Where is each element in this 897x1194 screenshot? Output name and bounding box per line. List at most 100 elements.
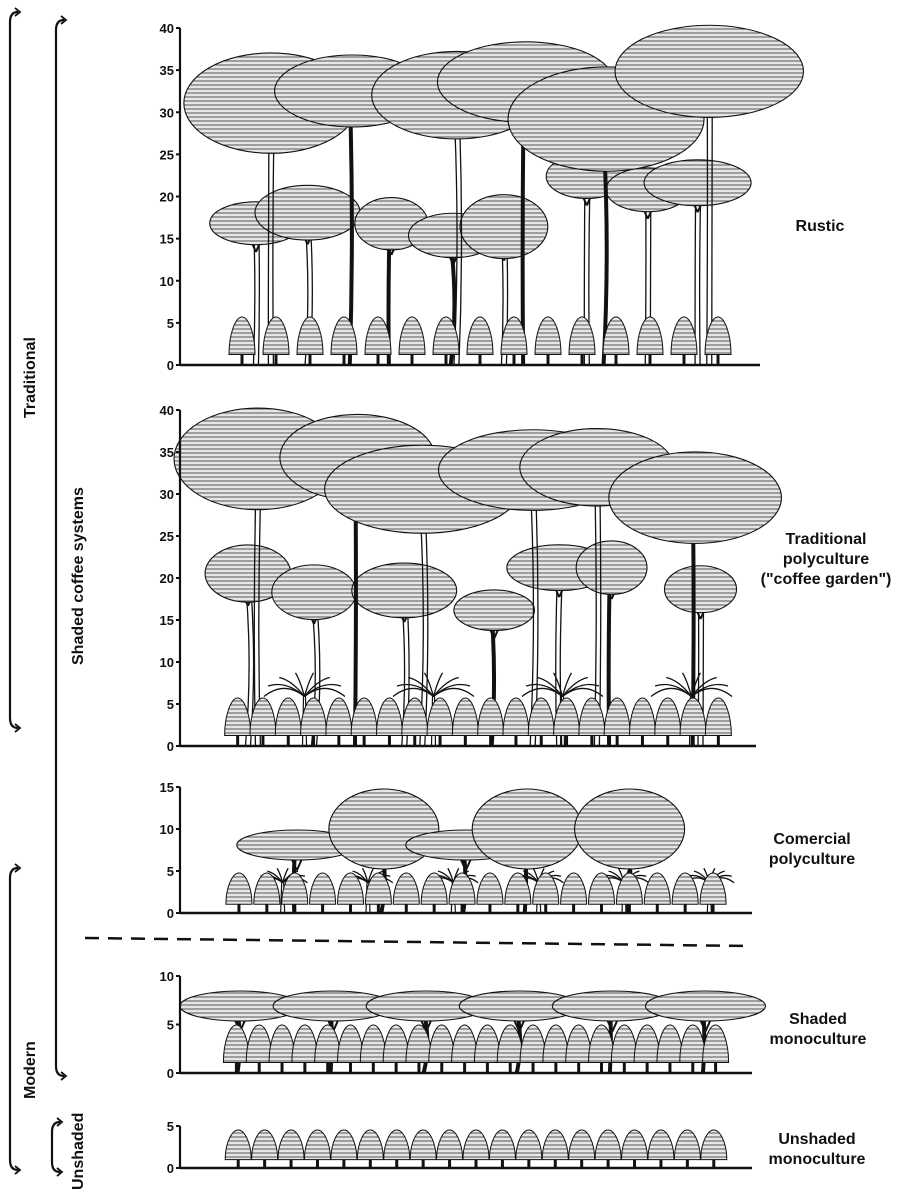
coffee-shrub-crown <box>402 698 428 735</box>
y-tick-label: 15 <box>160 780 174 795</box>
coffee-shrub-stem <box>600 904 603 913</box>
tree-crown <box>576 541 647 594</box>
coffee-shrub-crown <box>452 1025 478 1062</box>
coffee-shrub-stem <box>463 1062 466 1073</box>
coffee-shrub <box>263 317 289 365</box>
traditional-bracket <box>10 12 18 728</box>
tree-crown <box>255 185 360 240</box>
y-tick-label: 5 <box>167 1018 174 1033</box>
coffee-shrub-stem <box>281 1062 284 1073</box>
coffee-shrub-crown <box>282 873 308 904</box>
coffee-shrub-crown <box>705 317 731 354</box>
shaded-monoculture-label-line: monoculture <box>738 1030 897 1050</box>
coffee-shrub <box>269 1025 295 1073</box>
coffee-shrub <box>360 1025 386 1073</box>
coffee-shrub-crown <box>226 873 252 904</box>
tree-crown <box>329 789 439 869</box>
coffee-shrub <box>384 1130 410 1168</box>
coffee-shrub-stem <box>411 354 414 365</box>
coffee-shrub-stem <box>544 904 547 913</box>
unshaded-monoculture-vegetation <box>225 1130 727 1168</box>
coffee-shrub-crown <box>463 1130 489 1160</box>
y-tick-label: 0 <box>167 906 174 921</box>
coffee-shrub-crown <box>569 1130 595 1160</box>
coffee-shrub-stem <box>326 1062 329 1073</box>
coffee-shrub-stem <box>363 735 366 746</box>
coffee-shrub-stem <box>241 354 244 365</box>
coffee-shrub-crown <box>376 698 402 735</box>
coffee-shrub-crown <box>637 317 663 354</box>
coffee-shrub-stem <box>388 735 391 746</box>
coffee-shrub-crown <box>326 698 352 735</box>
coffee-shrub <box>520 1025 546 1073</box>
coffee-shrub-stem <box>287 735 290 746</box>
traditional-label: Traditional <box>22 337 40 418</box>
coffee-shrub-crown <box>275 698 301 735</box>
coffee-shrub-crown <box>225 1130 251 1160</box>
coffee-shrub <box>383 1025 409 1073</box>
coffee-shrub <box>292 1025 318 1073</box>
coffee-shrub <box>611 1025 637 1073</box>
coffee-shrub-stem <box>540 735 543 746</box>
unshaded-bracket <box>52 1122 60 1172</box>
coffee-shrub <box>326 698 352 746</box>
coffee-shrub-crown <box>357 1130 383 1160</box>
unshaded-label: Unshaded <box>70 1113 88 1190</box>
traditional-polyculture-label-line: polyculture <box>746 550 897 570</box>
traditional-modern-divider <box>85 938 750 946</box>
coffee-shrub-stem <box>532 1062 535 1073</box>
coffee-shrub-crown <box>634 1025 660 1062</box>
coffee-shrub <box>579 698 605 746</box>
coffee-shrub-stem <box>615 354 618 365</box>
coffee-shrub-stem <box>417 1062 420 1073</box>
shaded-monoculture-label: Shaded monoculture <box>738 1010 897 1050</box>
coffee-shrub-crown <box>579 698 605 735</box>
coffee-shrub <box>304 1130 330 1168</box>
commercial-polyculture-panel: 151050 <box>160 780 752 921</box>
coffee-shrub <box>569 317 595 365</box>
coffee-shrub <box>393 873 419 913</box>
coffee-shrub-stem <box>714 1062 717 1073</box>
tree-crown <box>472 789 582 869</box>
coffee-shrub-stem <box>623 1062 626 1073</box>
coffee-shrub-crown <box>622 1130 648 1160</box>
rustic-vegetation <box>184 25 804 365</box>
coffee-shrub-stem <box>572 904 575 913</box>
y-tick-label: 15 <box>160 232 174 247</box>
coffee-shrub <box>315 1025 341 1073</box>
coffee-shrub-stem <box>616 735 619 746</box>
tree-trunk <box>425 511 428 746</box>
coffee-shrub-crown <box>427 698 453 735</box>
coffee-shrub-stem <box>349 1062 352 1073</box>
coffee-shrub-crown <box>429 1025 455 1062</box>
coffee-shrub-crown <box>503 698 529 735</box>
coffee-shrub-stem <box>303 1062 306 1073</box>
coffee-shrub <box>357 1130 383 1168</box>
coffee-shrub <box>275 698 301 746</box>
coffee-shrub-stem <box>237 904 240 913</box>
coffee-shrub <box>674 1130 700 1168</box>
tree-crown <box>644 160 751 206</box>
coffee-shrub-stem <box>628 904 631 913</box>
y-tick-label: 25 <box>160 147 174 162</box>
coffee-shrub-stem <box>377 904 380 913</box>
coffee-shrub-stem <box>372 1062 375 1073</box>
coffee-shrub-stem <box>489 735 492 746</box>
shaded-monoculture-axis: 1050 <box>160 969 752 1081</box>
coffee-shrub-crown <box>225 698 251 735</box>
coffee-shrub-stem <box>547 354 550 365</box>
tree-crown <box>664 566 736 613</box>
coffee-shrub-crown <box>554 698 580 735</box>
coffee-shrub-stem <box>666 735 669 746</box>
coffee-shrub-stem <box>717 735 720 746</box>
coffee-shrub <box>331 1130 357 1168</box>
coffee-shrub-stem <box>377 354 380 365</box>
coffee-shrub-crown <box>680 1025 706 1062</box>
coffee-shrub-stem <box>712 904 715 913</box>
coffee-shrub <box>672 873 698 913</box>
coffee-shrub-crown <box>595 1130 621 1160</box>
coffee-shrub-stem <box>293 904 296 913</box>
coffee-shrub <box>376 698 402 746</box>
coffee-shrub-crown <box>331 317 357 354</box>
coffee-shrub <box>566 1025 592 1073</box>
